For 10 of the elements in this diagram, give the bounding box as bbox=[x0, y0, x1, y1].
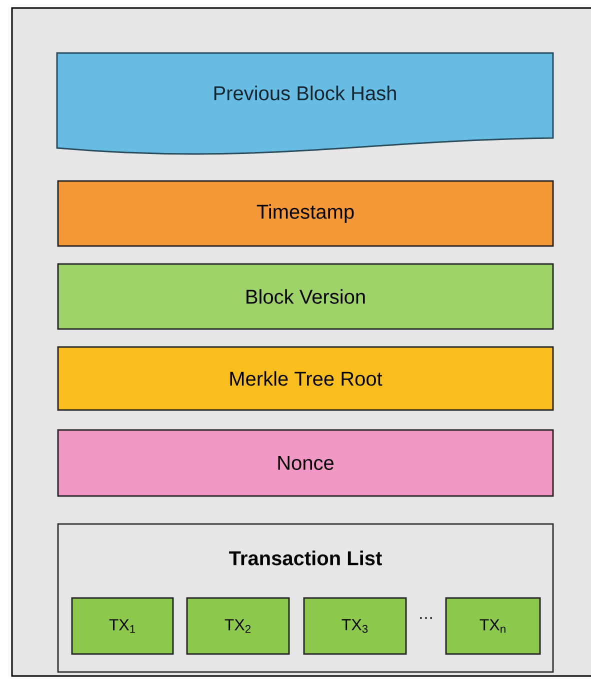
field-bar: Nonce bbox=[57, 429, 554, 497]
field-bar: Timestamp bbox=[57, 180, 554, 247]
field-bar: Block Version bbox=[57, 263, 554, 330]
transaction-box: TX$_{1}$ bbox=[71, 597, 174, 655]
field-bar: Merkle Tree Root bbox=[57, 346, 554, 411]
transaction-box: TX$_{3}$ bbox=[303, 597, 407, 655]
transaction-box: TX$_{n}$ bbox=[445, 597, 541, 655]
ellipsis: … bbox=[420, 617, 432, 619]
transaction-box: TX$_{2}$ bbox=[186, 597, 290, 655]
wave-banner: Previous Block Hash bbox=[56, 52, 554, 155]
